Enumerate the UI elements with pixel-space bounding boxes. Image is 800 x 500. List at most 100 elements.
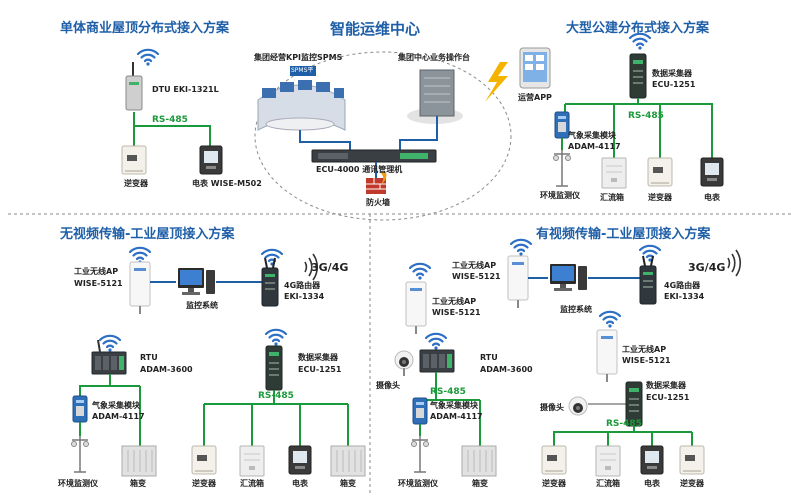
weather-module-icon	[554, 111, 570, 139]
dtu-device	[125, 62, 143, 111]
inverter-label: 逆变器	[542, 479, 566, 488]
ap-model: WISE-5121	[74, 279, 123, 288]
top-left-scheme	[121, 48, 223, 175]
inverter-label: 逆变器	[192, 479, 216, 488]
monitor-label: 监控系统	[186, 301, 218, 310]
weather-module-icon	[72, 395, 88, 423]
env-label: 环境监测仪	[58, 479, 98, 488]
wifi-icon	[509, 238, 533, 257]
inverter-icon	[121, 145, 147, 175]
ap-icon	[129, 261, 151, 315]
pc-icon	[550, 264, 587, 291]
rtu-model: ADAM-3600	[480, 365, 533, 374]
section-dividers	[8, 51, 792, 496]
bottom-right-scheme	[394, 238, 742, 477]
env-monitor-icon	[552, 149, 572, 187]
router-icon	[261, 257, 279, 307]
bottom-left-scheme	[70, 246, 366, 477]
combiner-icon	[601, 157, 627, 189]
kpi-control-room	[257, 66, 346, 131]
collector-icon	[629, 53, 647, 99]
bottom-right-title: 有视频传输-工业屋顶接入方案	[536, 227, 711, 242]
ops-center	[257, 47, 551, 194]
router-label: 4G路由器	[284, 281, 321, 290]
combiner-label: 汇流箱	[240, 479, 264, 488]
g34-label: 3G/4G	[688, 261, 726, 274]
box-transformer-icon	[461, 445, 497, 477]
signal-icon	[727, 249, 742, 277]
collector-label: 数据采集器	[298, 353, 338, 362]
inverter-icon	[191, 445, 217, 475]
rtu-model: ADAM-3600	[140, 365, 193, 374]
meter-label: 电表	[644, 479, 660, 488]
rs485-label: RS-485	[430, 387, 466, 397]
camera-label: 摄像头	[376, 381, 400, 390]
box-transformer-icon	[330, 445, 366, 477]
rs485-label: RS-485	[628, 111, 664, 121]
monitor-label: 监控系统	[560, 305, 592, 314]
ap-icon	[596, 329, 618, 383]
collector-label: 数据采集器	[652, 69, 692, 78]
router-label: 4G路由器	[664, 281, 701, 290]
combiner-label: 汇流箱	[596, 479, 620, 488]
collector-model: ECU-1251	[646, 393, 690, 402]
router-icon	[639, 255, 657, 305]
weather-model: ADAM-4117	[430, 412, 483, 421]
weather-label: 气象采集模块	[92, 401, 140, 410]
env-label: 环境监测仪	[540, 191, 580, 200]
ecu4000-device	[311, 149, 437, 163]
server-rack	[407, 69, 463, 124]
center-title: 智能运维中心	[330, 20, 421, 38]
collector-model: ECU-1251	[298, 365, 342, 374]
meter-icon	[199, 145, 223, 175]
ap-model: WISE-5121	[432, 308, 481, 317]
bottom-left-title: 无视频传输-工业屋顶接入方案	[60, 227, 235, 242]
env-monitor-icon	[70, 435, 90, 473]
firewall-icon	[366, 172, 387, 194]
collector-icon	[265, 345, 283, 391]
pc-icon	[178, 268, 215, 295]
camera-icon	[568, 396, 588, 416]
ap-label: 工业无线AP	[622, 345, 667, 354]
app-label: 运营APP	[518, 93, 552, 102]
camera-label: 摄像头	[540, 403, 564, 412]
inverter-label: 逆变器	[124, 179, 148, 188]
env-monitor-icon	[410, 435, 430, 473]
top-right-title: 大型公建分布式接入方案	[566, 21, 710, 36]
env-label: 环境监测仪	[398, 479, 438, 488]
ap-icon	[507, 255, 529, 309]
ops-label: 集团中心业务操作台	[398, 53, 470, 62]
signal-icon	[304, 253, 319, 281]
ap-label: 工业无线AP	[74, 267, 119, 276]
camera-icon	[394, 350, 414, 370]
inverter-label: 逆变器	[648, 193, 672, 202]
wifi-icon	[136, 48, 160, 67]
ap-label: 工业无线AP	[432, 297, 477, 306]
weather-label: 气象采集模块	[568, 131, 616, 140]
collector-model: ECU-1251	[652, 80, 696, 89]
rs485-label: RS-485	[258, 391, 294, 401]
weather-model: ADAM-4117	[92, 412, 145, 421]
top-left-title: 单体商业屋顶分布式接入方案	[60, 21, 230, 36]
ecu4000-label: ECU-4000 通讯管理机	[316, 165, 403, 174]
rtu-label: RTU	[140, 353, 158, 362]
kpi-label: 集团经营KPI监控SPMS	[254, 53, 343, 62]
top-right-scheme	[552, 32, 724, 189]
weather-module-icon	[412, 397, 428, 425]
meter-label: 电表 WISE-M502	[192, 179, 262, 188]
rtu-icon	[91, 351, 127, 375]
weather-label: 气象采集模块	[430, 401, 478, 410]
inverter-icon	[647, 157, 673, 187]
wifi-icon	[260, 248, 284, 267]
meter-label: 电表	[704, 193, 720, 202]
box-label: 箱变	[472, 479, 488, 488]
combiner-icon	[239, 445, 265, 477]
ap-model: WISE-5121	[452, 272, 501, 281]
wifi-icon	[408, 262, 432, 281]
inverter-icon	[679, 445, 705, 475]
meter-icon	[288, 445, 312, 475]
rtu-label: RTU	[480, 353, 498, 362]
wifi-icon	[264, 328, 288, 347]
